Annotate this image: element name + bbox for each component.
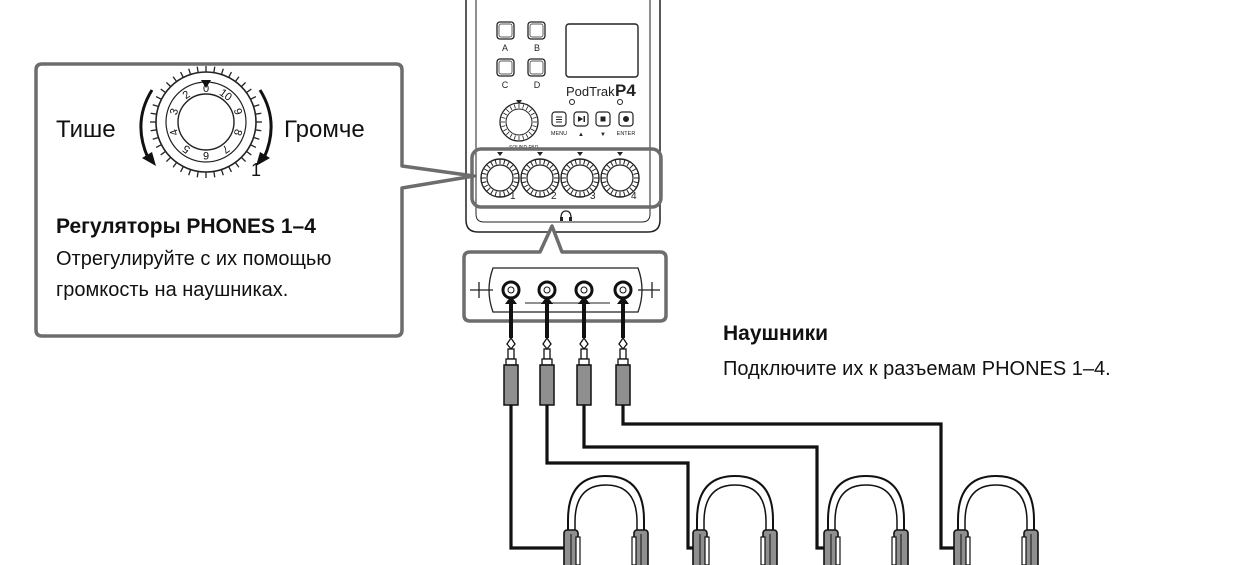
pad-c-label: C — [502, 80, 509, 90]
callout-box — [34, 62, 476, 338]
menu-button-label: MENU — [551, 131, 567, 137]
quieter-label: Тише — [56, 116, 116, 143]
dial-scale-number: 0 — [203, 83, 209, 95]
enter-button-label: ENTER — [617, 131, 636, 137]
phones-knobs-description-line1: Отрегулируйте с их помощью — [56, 248, 332, 270]
headphone-symbol-icon — [560, 210, 572, 219]
headphones-icon — [823, 474, 909, 565]
device-model: P4 — [615, 81, 636, 100]
phones-knob-1 — [480, 152, 520, 198]
knob-number-3: 3 — [590, 191, 596, 202]
dial-scale-number: 4 — [168, 127, 181, 137]
phones-knob-3 — [560, 152, 600, 198]
pad-d-label: D — [534, 80, 541, 90]
headphones-title: Наушники — [723, 322, 829, 345]
phone-plug-3 — [576, 296, 592, 406]
headphone-plugs — [503, 296, 631, 406]
up-button-label: ▲ — [578, 132, 584, 138]
knob-number-4: 4 — [631, 191, 637, 202]
phone-plug-2 — [539, 296, 555, 406]
sound-pad-dial — [499, 100, 539, 142]
phone-plug-1 — [503, 296, 519, 406]
device-buttons: MENU ▲ ▼ ENTER — [551, 111, 636, 138]
pad-b-label: B — [534, 43, 540, 53]
headphones-icon — [563, 474, 649, 565]
cable-4 — [621, 405, 964, 550]
phones-knob-4 — [600, 152, 640, 198]
dial-scale-number: 3 — [168, 107, 181, 117]
phones-knobs-title: Регуляторы PHONES 1–4 — [56, 215, 316, 238]
phone-plug-4 — [615, 296, 631, 406]
dial-scale-number: 9 — [231, 107, 244, 117]
cable-1 — [509, 405, 575, 550]
rotate-left-arrow-icon — [139, 89, 154, 159]
podtrak-device: A B C D PodTrak P4 SOUND PAD — [465, 0, 661, 233]
dial-pointer-icon — [201, 80, 211, 88]
pad-a-label: A — [502, 43, 508, 53]
dial-scale-number: 6 — [203, 149, 209, 161]
phones-knob-2 — [520, 152, 560, 198]
dial-scale-number: 8 — [231, 127, 244, 137]
knob-number-2: 2 — [551, 191, 557, 202]
device-display — [565, 23, 639, 78]
device-brand: PodTrak — [566, 84, 615, 99]
headphone-sets — [563, 474, 1039, 565]
phones-jack-4 — [613, 280, 633, 300]
phones-jack-1 — [501, 280, 521, 300]
jack-panel-frame — [462, 224, 668, 323]
cable-3 — [582, 405, 840, 550]
phones-jack-3 — [574, 280, 594, 300]
cable-2 — [545, 405, 708, 550]
rotate-right-arrow-icon — [258, 89, 273, 159]
headphones-icon — [692, 474, 778, 565]
headphones-description: Подключите их к разъемам PHONES 1–4. — [723, 358, 1111, 380]
louder-label: Громче — [284, 116, 365, 143]
phones-knobs — [480, 152, 640, 198]
phones-jack-2 — [537, 280, 557, 300]
headphones-icon — [953, 474, 1039, 565]
phones-knobs-description-line2: громкость на наушниках. — [56, 279, 289, 301]
dial-mark-label: 1 — [251, 160, 262, 180]
sound-pads: A B C D — [496, 21, 546, 90]
knob-number-1: 1 — [510, 191, 516, 202]
down-button-label: ▼ — [600, 132, 606, 138]
dial-scale-number: 10 — [217, 87, 234, 104]
